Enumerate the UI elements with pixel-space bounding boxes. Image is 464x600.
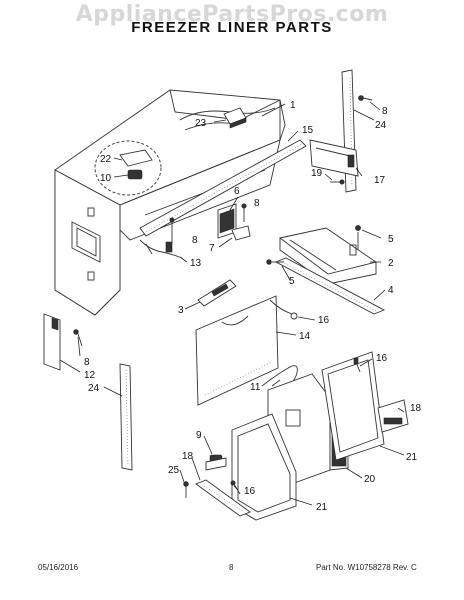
- footer-part-number: Part No. W10758278 Rev. C: [316, 563, 417, 572]
- callout-25: 25: [168, 465, 180, 476]
- callout-6: 6: [234, 186, 240, 197]
- callout-17: 17: [374, 175, 386, 186]
- footer-date: 05/16/2016: [38, 563, 79, 572]
- screw-5-lower[interactable]: [266, 259, 284, 265]
- part-24-strip-left[interactable]: [119, 363, 133, 471]
- screw-25[interactable]: [183, 481, 189, 498]
- screw-8-top-right[interactable]: [358, 95, 373, 101]
- callout-8-mid: 8: [192, 235, 198, 246]
- callout-18-right: 18: [410, 403, 422, 414]
- callout-3: 3: [178, 305, 184, 316]
- freezer-liner[interactable]: [54, 89, 286, 316]
- callout-22: 22: [100, 154, 112, 165]
- callout-8-left: 8: [84, 357, 90, 368]
- callout-5-upper: 5: [388, 234, 394, 245]
- part-6-bracket[interactable]: [217, 203, 251, 241]
- part-14-panel[interactable]: [195, 295, 279, 406]
- part-23[interactable]: [223, 107, 247, 129]
- callout-24-left: 24: [88, 383, 100, 394]
- screw-8-left[interactable]: [73, 329, 83, 347]
- callout-12: 12: [84, 370, 96, 381]
- part-4-slide[interactable]: [274, 257, 386, 315]
- screw-5-upper[interactable]: [355, 225, 361, 250]
- callout-23: 23: [195, 118, 207, 129]
- callout-labels: 1 23 15 22 10 6 8 8 7 13 8 24 17 19 5 2 …: [84, 100, 422, 513]
- part-16-sensor-mid[interactable]: [269, 299, 298, 320]
- callout-24-top: 24: [375, 120, 387, 131]
- part-15-rail[interactable]: [139, 139, 307, 237]
- callout-19: 19: [311, 168, 323, 179]
- callout-11: 11: [250, 382, 261, 393]
- callout-21-right: 21: [406, 452, 418, 463]
- part-17-bracket[interactable]: [309, 139, 359, 177]
- callout-8-top-right: 8: [382, 106, 388, 117]
- part-3-bracket[interactable]: [197, 279, 237, 307]
- part-18-right-rail[interactable]: [377, 399, 409, 433]
- page-title: FREEZER LINER PARTS: [131, 19, 333, 36]
- part-13-harness[interactable]: [139, 239, 183, 259]
- callout-13: 13: [190, 258, 202, 269]
- callout-21-lower: 21: [316, 502, 328, 513]
- callout-18-lower: 18: [182, 451, 194, 462]
- callout-16-mid: 16: [318, 315, 330, 326]
- part-16-top-right[interactable]: [353, 357, 361, 373]
- leader-lines: [59, 101, 405, 506]
- callout-4: 4: [388, 285, 394, 296]
- callout-10: 10: [100, 173, 112, 184]
- watermark: AppliancePartsPros.com: [75, 2, 389, 27]
- part-12-bracket[interactable]: [43, 313, 61, 371]
- screws-8[interactable]: [169, 203, 247, 244]
- part-9-knob[interactable]: [205, 454, 227, 471]
- callout-1: 1: [290, 100, 296, 111]
- callout-16-lower: 16: [244, 486, 256, 497]
- callout-16-right: 16: [376, 353, 388, 364]
- callout-9: 9: [196, 430, 202, 441]
- callout-7: 7: [209, 243, 215, 254]
- callout-15: 15: [302, 125, 314, 136]
- callout-5-lower: 5: [289, 276, 295, 287]
- screw-19[interactable]: [330, 179, 345, 185]
- footer-page: 8: [229, 563, 234, 572]
- callout-20: 20: [364, 474, 376, 485]
- part-18-lower-rail[interactable]: [195, 479, 251, 517]
- callout-2: 2: [388, 258, 394, 269]
- part-22-group[interactable]: [94, 140, 162, 196]
- callout-14: 14: [299, 331, 311, 342]
- callout-8-mid-right: 8: [254, 198, 260, 209]
